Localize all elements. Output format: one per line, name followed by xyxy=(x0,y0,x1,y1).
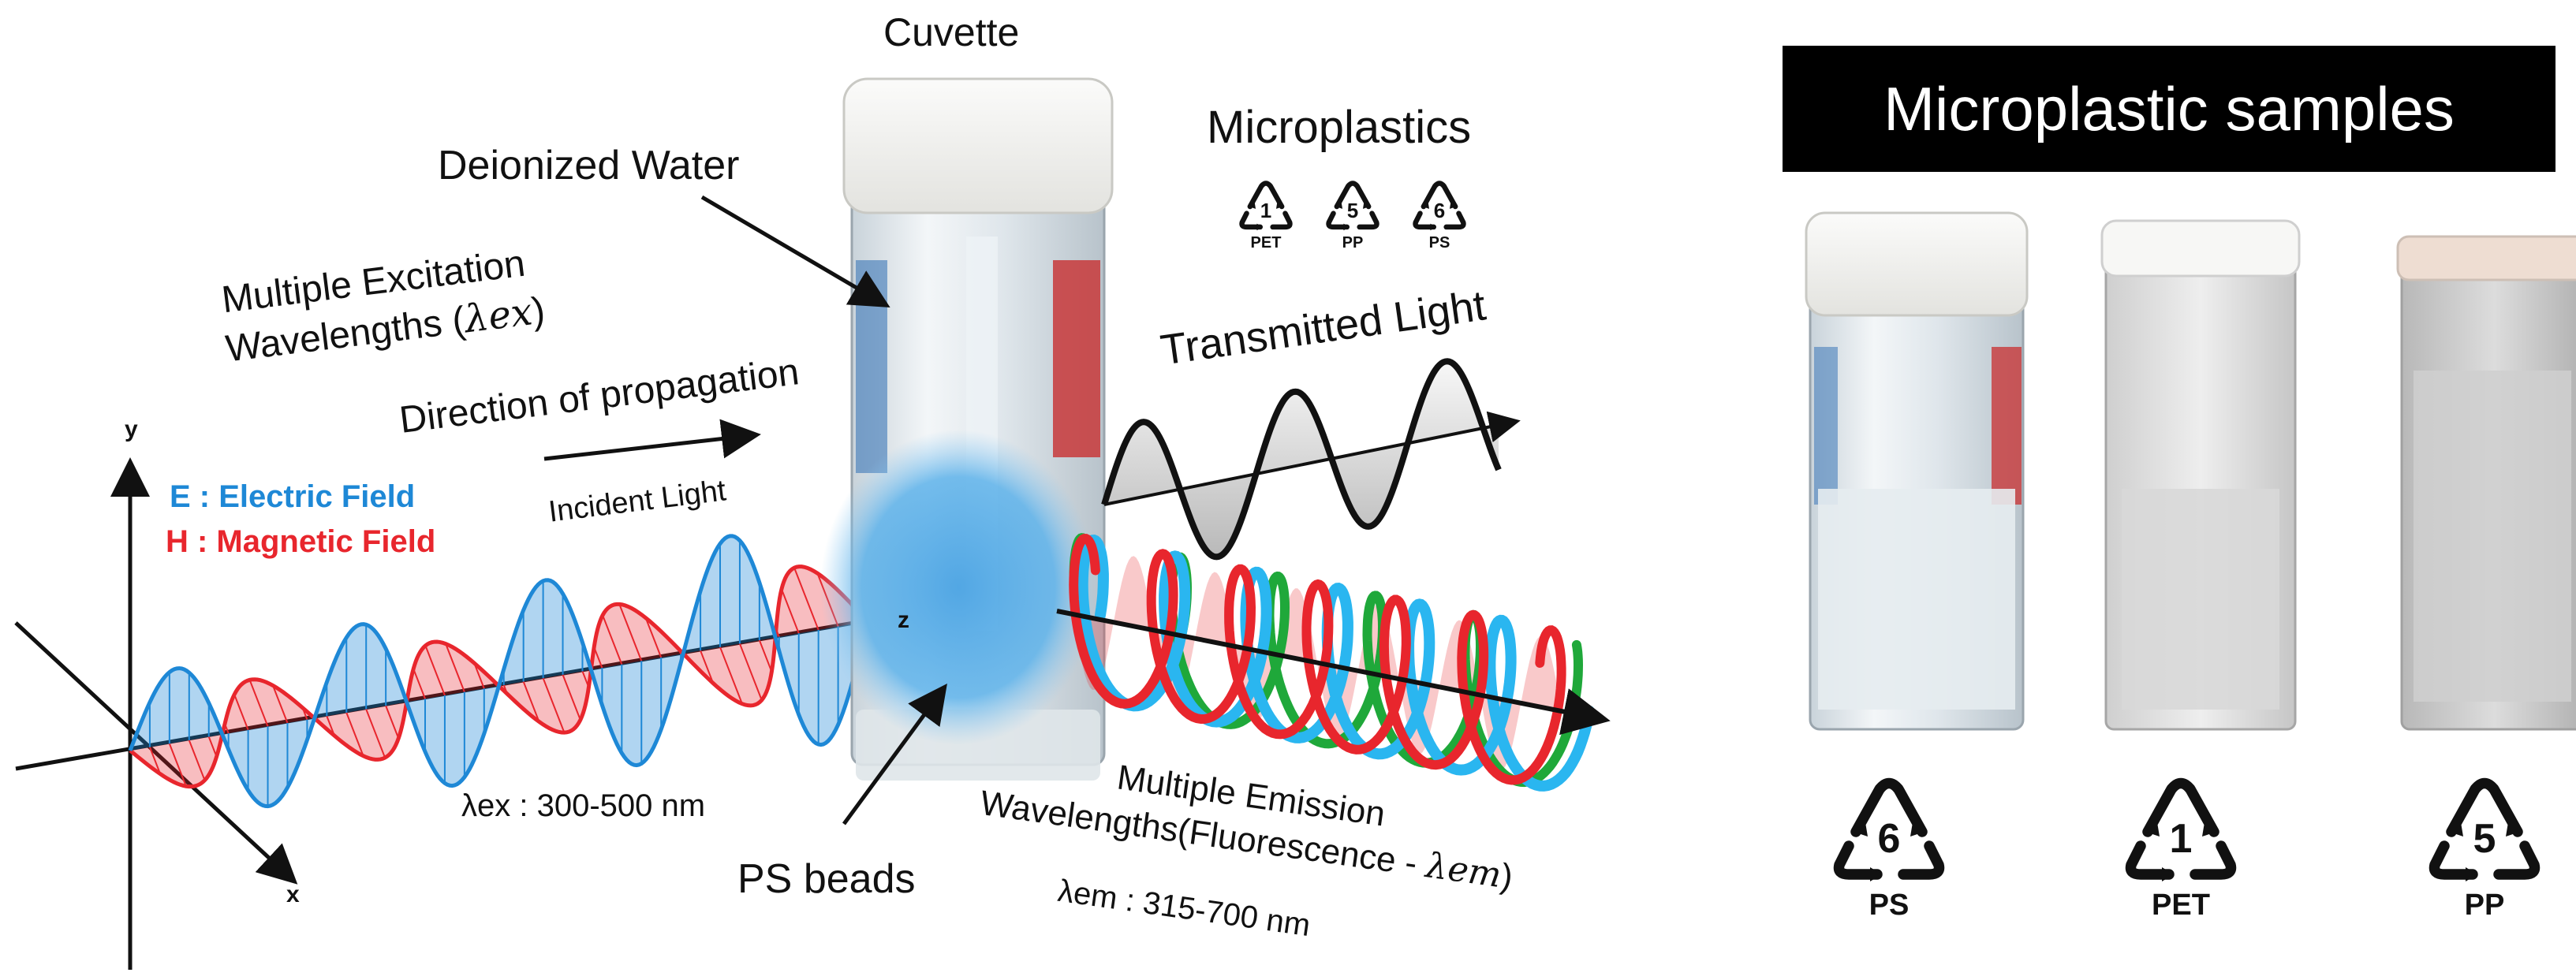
coordinate-axes xyxy=(14,457,900,970)
ps-sample-cuvette xyxy=(1805,211,2029,731)
recycle-label: PP xyxy=(1342,233,1364,252)
recycle-label: PET xyxy=(1250,233,1282,252)
banner-title: Microplastic samples xyxy=(1883,73,2455,143)
emission-waves xyxy=(1069,533,1595,792)
cuvette-label: Cuvette xyxy=(883,10,1020,54)
recycle-number: 5 xyxy=(1346,198,1359,222)
microplastics-title: Microplastics xyxy=(1207,102,1472,153)
direction-arrow xyxy=(543,419,761,461)
excitation-symbol: λex xyxy=(461,289,535,342)
ps-beads-glow xyxy=(820,430,1096,745)
recycle-triangle-icon xyxy=(1326,181,1379,231)
electric-field-wave xyxy=(128,534,870,809)
recycle-triangle-icon xyxy=(1239,181,1293,231)
ps-beads-label: PS beads xyxy=(737,856,916,902)
pp-sample-cuvette xyxy=(2396,235,2576,731)
pet-sample-cuvette xyxy=(2100,219,2301,731)
deionized-water-label: Deionized Water xyxy=(438,143,740,188)
recycle-number: 6 xyxy=(1877,816,1901,862)
recycle-label: PET xyxy=(2152,889,2210,922)
electric-field-label: E : Electric Field xyxy=(170,479,416,514)
deionized-water-arrow xyxy=(700,195,890,308)
recycle-triangle-icon xyxy=(1413,181,1466,231)
recycle-number: 1 xyxy=(2169,816,2193,862)
recycle-number: 1 xyxy=(1260,198,1272,222)
recycle-triangle-icon xyxy=(2125,777,2237,881)
transmitted-light-wave xyxy=(1101,358,1502,561)
ps-beads-arrow xyxy=(842,683,947,825)
axis-y-label: y xyxy=(125,416,138,442)
recycle-label: PP xyxy=(2464,889,2505,922)
samples-banner: Microplastic samples xyxy=(1783,46,2555,172)
axis-z-label: z xyxy=(898,607,909,633)
recycle-label: PS xyxy=(1428,233,1450,252)
recycle-label: PS xyxy=(1869,889,1910,922)
lambda-ex-range: λex : 300-500 nm xyxy=(461,788,706,823)
recycle-number: 5 xyxy=(2473,816,2496,862)
magnetic-field-label: H : Magnetic Field xyxy=(166,524,436,559)
recycle-triangle-icon xyxy=(1833,777,1945,881)
recycle-triangle-icon xyxy=(2429,777,2541,881)
transmitted-axis xyxy=(1103,411,1521,506)
axis-x-label: x xyxy=(286,881,300,907)
recycle-number: 6 xyxy=(1433,198,1446,222)
emission-axis xyxy=(1056,609,1611,736)
